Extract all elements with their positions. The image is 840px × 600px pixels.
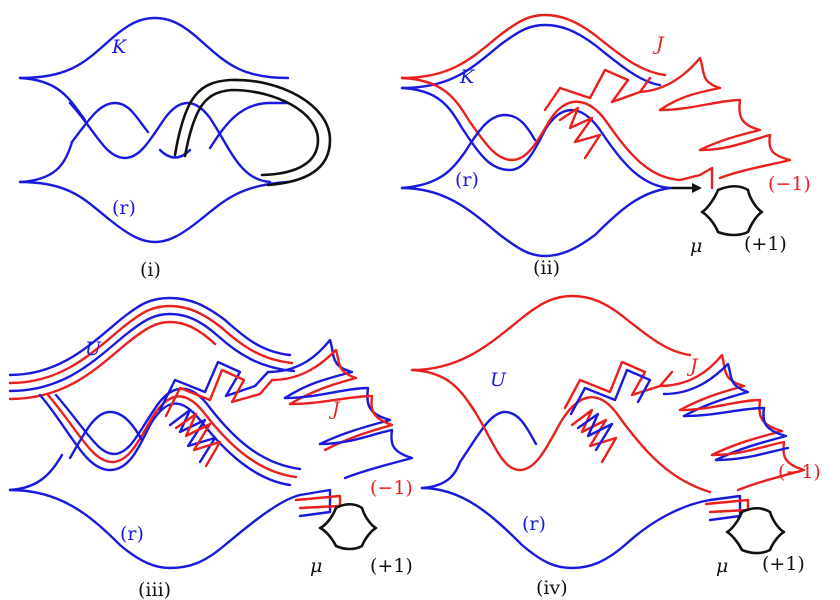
knot-k-strand-c [158,148,192,159]
knot-k-strand-a [68,101,272,184]
panel-iv: U J (r) (−1) μ (+1) (iv) [410,294,821,599]
label-u: U [490,369,507,391]
label-k: K [459,66,476,88]
zigzag-blue-1 [158,360,270,412]
wing-red-2 [678,398,784,457]
caption-iii: (iii) [138,579,171,600]
strand-cross-blue [68,410,144,460]
knot-r-left-cusp [400,150,467,190]
label-r: (r) [455,169,479,191]
knot-k-strand-d [208,101,290,150]
strand-mid-red [46,393,298,479]
label-j: J [652,33,665,55]
knot-j-wing-3 [698,133,792,180]
knot-j-top-arc [400,13,667,80]
knot-j-bridge [698,166,714,190]
wing-blue-2 [283,386,392,446]
caption-i: (i) [140,259,161,281]
knot-r-left-cusp [420,460,462,490]
wing-blue-3 [318,428,414,480]
knot-r-left-cusp [18,140,74,184]
knot-k-strand-b [463,113,537,154]
knot-k-strand-b [70,101,150,144]
knot-r-bottom-arc [18,180,290,244]
knot-j-top-arc [410,294,692,372]
label-plus-one: (+1) [762,553,805,575]
connector-blue [298,488,332,518]
wing-red-1 [658,353,746,412]
strand-mid-blue [38,393,292,487]
knot-j-wing-1 [638,56,722,112]
connector-blue [708,494,742,522]
label-u: U [85,338,102,360]
label-r: (r) [112,197,136,219]
label-j: J [328,398,341,420]
label-r: (r) [120,523,144,545]
knot-j-strand-main [468,396,712,494]
knot-j-strand-a [400,76,702,182]
knot-j-wing-2 [658,98,762,152]
knot-k-top-arc [400,23,662,90]
knot-j-zigzag-2 [558,106,602,160]
label-j: J [686,355,699,377]
caption-ii: (ii) [533,257,560,279]
strand-mid-blue-2 [54,387,302,471]
label-minus-one: (−1) [370,477,413,499]
label-plus-one: (+1) [370,555,413,577]
meridian-mu [700,184,764,237]
connector-red [294,494,342,510]
wing-red-1 [270,348,358,406]
label-mu: μ [690,235,702,257]
label-mu: μ [310,555,322,577]
label-r: (r) [522,513,546,535]
knot-j-left-cusp [410,368,477,414]
label-mu: μ [716,555,728,577]
zigzag-red-2 [570,408,618,464]
panel-i: K (r) (i) [18,16,332,281]
panel-ii: K J (r) (−1) μ (+1) (ii) [400,13,811,279]
wing-blue-1 [266,338,354,400]
zigzag-red-1 [563,360,674,410]
label-minus-one: (−1) [768,173,811,195]
arrow-head [692,183,702,193]
strand-top-red-1 [8,304,294,385]
knot-k-strand-a [400,86,672,190]
caption-iv: (iv) [536,577,568,599]
zigzag-blue-2 [576,412,614,452]
knot-k-left-cusp-top [18,76,87,122]
strand-top-red-2 [8,320,217,401]
connector-red [704,498,750,514]
knot-r-bottom-arc [400,186,672,258]
wing-blue-3 [714,446,790,462]
wing-red-2 [288,394,394,452]
knot-r-bottom-arc [8,488,302,570]
meridian-mu [318,502,378,551]
label-minus-one: (−1) [778,461,821,483]
strand-top-blue-1 [8,296,292,377]
knot-j-zigzag-1 [543,68,652,112]
label-plus-one: (+1) [744,233,787,255]
knot-k-top-arc [18,16,290,80]
wing-blue-2 [682,406,788,462]
panel-iii: U J (r) (−1) μ (+1) (iii) [8,296,414,600]
band-outer [173,78,332,187]
wing-blue-1 [662,362,750,418]
knot-r-bottom-arc [420,486,712,570]
knot-u-strand [458,410,538,464]
strand-top-blue-2 [8,312,296,393]
zigzag-red-1 [164,368,274,418]
zigzag-blue-2 [168,408,217,464]
label-k: K [111,36,128,58]
meridian-mu [725,506,786,555]
band-inner [183,88,320,177]
strand-left-cusp [8,453,64,492]
zigzag-red-2 [174,412,222,468]
wing-red-3 [710,440,806,492]
zigzag-blue-1 [569,368,652,416]
